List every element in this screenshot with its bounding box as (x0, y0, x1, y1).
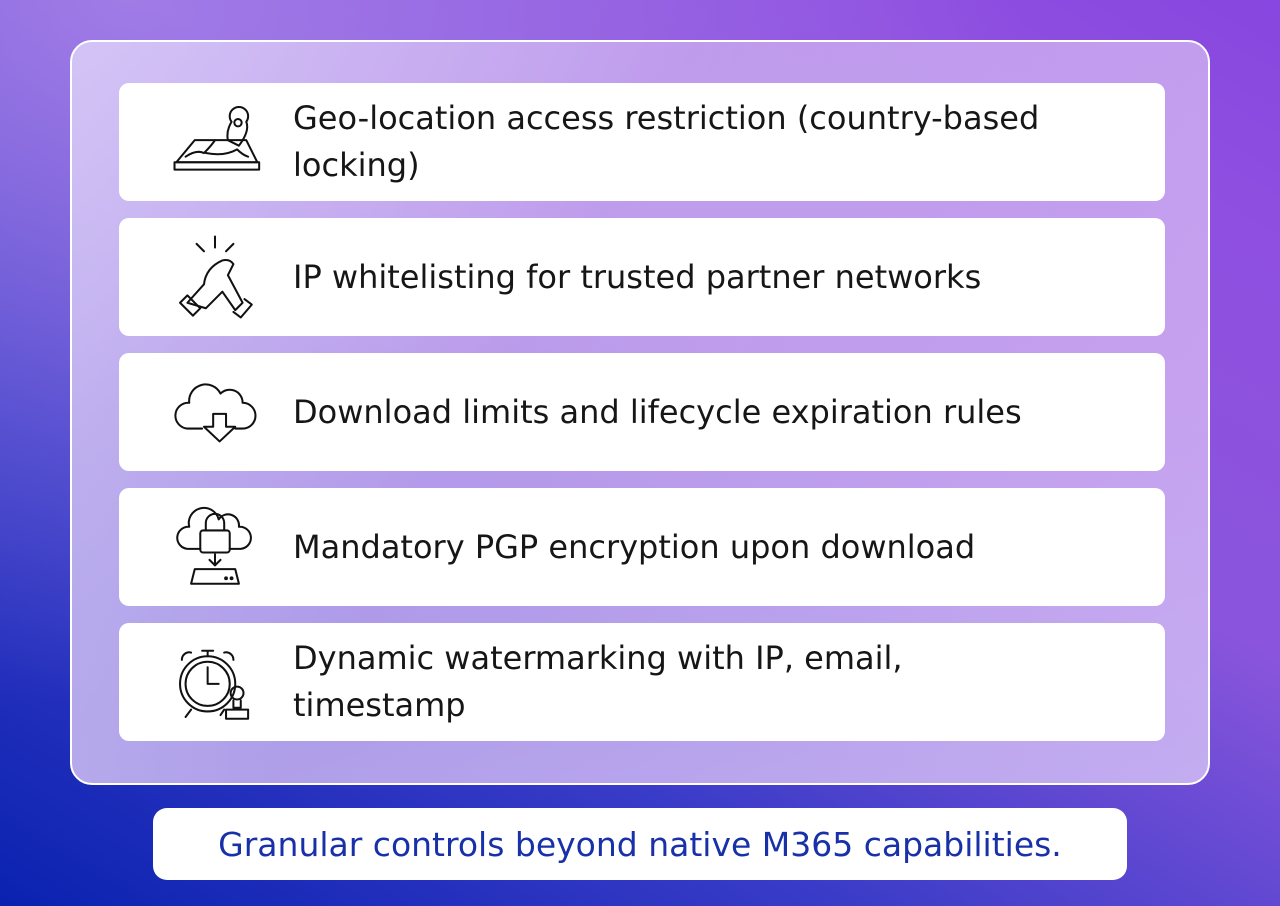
feature-label: Download limits and lifecycle expiration… (293, 392, 1022, 431)
feature-label: IP whitelisting for trusted partner netw… (293, 257, 982, 296)
handshake-icon (165, 227, 265, 327)
feature-card-watermark: Dynamic watermarking with IP, email, tim… (119, 623, 1165, 741)
feature-card-ip: IP whitelisting for trusted partner netw… (119, 218, 1165, 336)
stopwatch-stamp-icon (165, 632, 265, 732)
features-panel: Geo-location access restriction (country… (70, 40, 1210, 785)
cloud-download-icon (165, 362, 265, 462)
feature-label: Mandatory PGP encryption upon download (293, 527, 976, 566)
feature-label: Geo-location access restriction (country… (293, 99, 1040, 184)
map-pin-icon (165, 92, 265, 192)
footer-text: Granular controls beyond native M365 cap… (218, 824, 1062, 864)
footer-banner: Granular controls beyond native M365 cap… (153, 808, 1127, 880)
feature-label: Dynamic watermarking with IP, email, tim… (293, 639, 903, 724)
feature-card-geo: Geo-location access restriction (country… (119, 83, 1165, 201)
feature-card-pgp: Mandatory PGP encryption upon download (119, 488, 1165, 606)
cloud-lock-icon (165, 497, 265, 597)
feature-card-download: Download limits and lifecycle expiration… (119, 353, 1165, 471)
